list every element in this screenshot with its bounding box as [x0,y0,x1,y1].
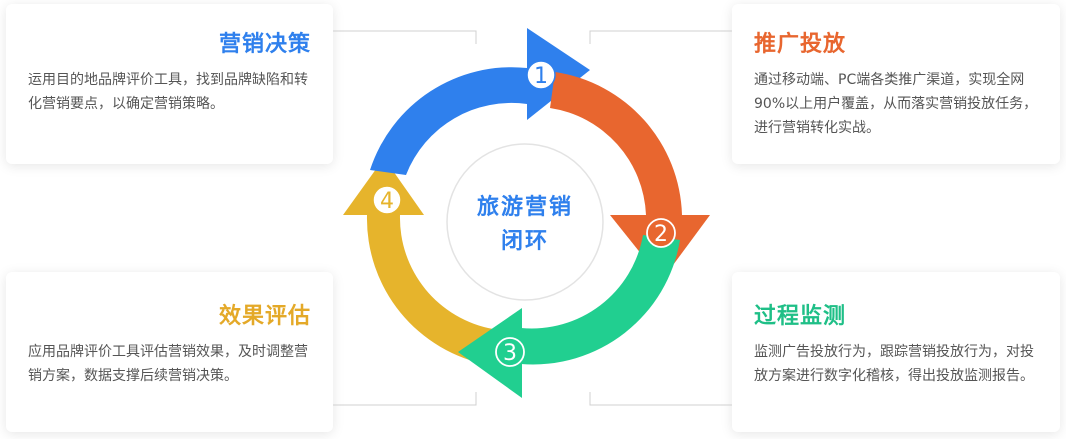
card-title: 营销决策 [218,32,311,57]
step-badge-1: 1 [526,60,556,90]
card-marketing-decision: 营销决策 运用目的地品牌评价工具，找到品牌缺陷和转化营销要点，以确定营销策略。 [6,4,333,164]
center-title-line2: 闭环 [501,229,549,254]
step-number-2: 2 [654,222,668,247]
connector-lines [333,30,732,406]
step-badge-4: 4 [372,185,402,215]
step-badge-2: 2 [646,218,676,248]
card-title: 效果评估 [218,304,311,329]
connector-line-evaluate [333,392,477,406]
connector-line-promote [589,30,732,44]
card-description: 通过移动端、PC端各类推广渠道，实现全网90%以上用户覆盖，从而落实营销投放任务… [754,72,1038,136]
card-title: 推广投放 [754,32,847,57]
card-description: 应用品牌评价工具评估营销效果，及时调整营销方案，数据支撑后续营销决策。 [28,344,308,384]
card-effect-evaluation: 效果评估 应用品牌评价工具评估营销效果，及时调整营销方案，数据支撑后续营销决策。 [6,272,333,432]
step-number-3: 3 [503,341,517,366]
center-circle [446,143,604,301]
card-process-monitoring: 过程监测 监测广告投放行为，跟踪营销投放行为，对投放方案进行数字化稽核，得出投放… [732,272,1060,432]
card-description: 运用目的地品牌评价工具，找到品牌缺陷和转化营销要点，以确定营销策略。 [28,72,308,112]
card-promotion-delivery: 推广投放 通过移动端、PC端各类推广渠道，实现全网90%以上用户覆盖，从而落实营… [732,4,1060,164]
connector-line-decision [333,30,477,44]
step-badge-3: 3 [495,337,525,367]
arc-step-3 [521,235,680,365]
arrowhead-step-3 [458,308,522,398]
arc-step-1 [370,67,527,175]
step-number-1: 1 [534,64,548,89]
arc-step-4 [366,215,493,365]
step-number-4: 4 [380,189,394,214]
connector-line-monitor [589,392,732,406]
card-title: 过程监测 [754,304,847,329]
arc-step-2 [550,72,682,215]
card-description: 监测广告投放行为，跟踪营销投放行为，对投放方案进行数字化稽核，得出投放监测报告。 [754,344,1034,384]
center-title-line1: 旅游营销 [477,194,573,220]
